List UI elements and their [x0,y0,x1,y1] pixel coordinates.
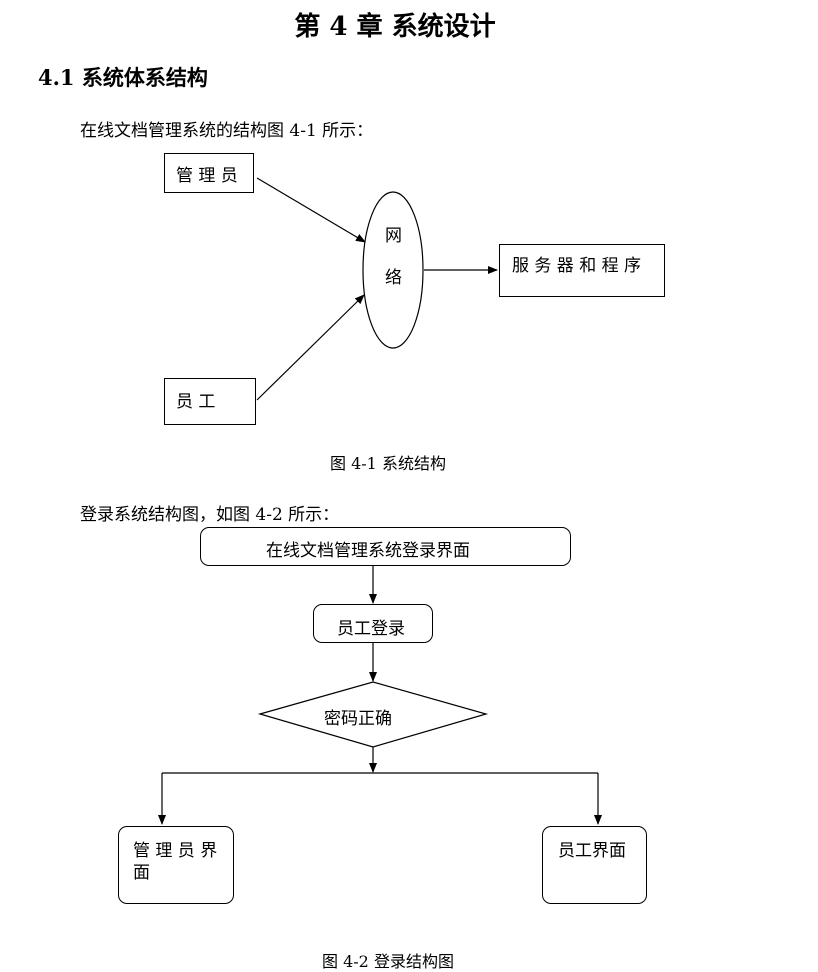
admin-box-label: 管 理 员 [176,166,238,186]
staff-box-label: 员 工 [176,392,216,412]
admin-box [164,153,254,193]
intro-paragraph-1: 在线文档管理系统的结构图 4-1 所示： [80,121,374,141]
login-page-box [200,527,571,566]
admin-page-box [118,826,234,904]
chapter-title: 第 4 章 系统设计 [294,12,496,42]
arrow-staff-to-network [256,294,365,401]
staff-page-label: 员工界面 [558,841,626,861]
staff-box [164,378,256,425]
admin-page-label-line2: 面 [133,863,150,883]
system-structure-diagram [256,177,498,401]
intro-paragraph-2: 登录系统结构图，如图 4-2 所示： [80,505,340,525]
admin-page-label-line1: 管 理 员 界 [133,841,218,861]
login-structure-diagram [158,566,602,825]
network-label-line1: 网 [385,226,402,246]
server-box [499,244,665,297]
network-ellipse [362,191,424,349]
password-check-label: 密码正确 [324,709,392,729]
staff-login-label: 员工登录 [337,619,405,639]
arrow-admin-to-network [256,177,366,243]
figure-caption-4-2: 图 4-2 登录结构图 [322,952,454,971]
figure-caption-4-1: 图 4-1 系统结构 [330,454,446,473]
server-box-label: 服 务 器 和 程 序 [512,256,642,276]
staff-page-box [542,826,647,904]
password-check-diamond [257,681,489,748]
staff-login-box [313,604,433,643]
network-label-line2: 络 [385,268,402,288]
section-title: 4.1 系统体系结构 [38,65,208,90]
login-page-label: 在线文档管理系统登录界面 [266,541,470,561]
